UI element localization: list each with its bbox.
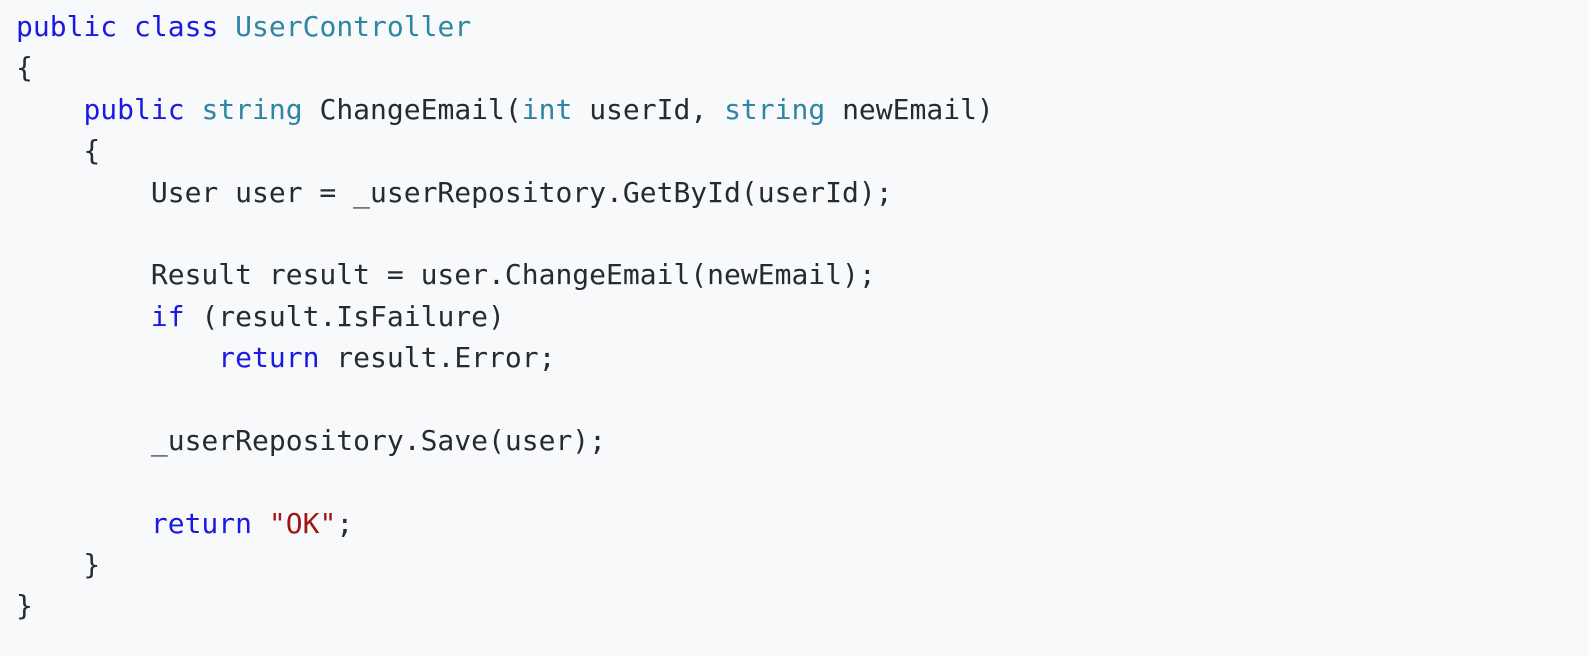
code-line: public string ChangeEmail(int userId, st… (16, 89, 1588, 130)
token-keyword: if (150, 299, 185, 333)
token-plain (117, 10, 134, 43)
code-line: return "OK"; (16, 503, 1588, 544)
token-plain: ChangeEmail( (302, 92, 522, 126)
token-plain: newEmail) (825, 92, 994, 126)
token-plain: ; (336, 506, 354, 540)
token-plain: result.Error; (319, 341, 556, 375)
token-type: int (521, 92, 573, 126)
token-plain: Result result = user.ChangeEmail(newEmai… (16, 258, 876, 292)
token-plain (185, 93, 202, 126)
code-line: _userRepository.Save(user); (16, 420, 1588, 461)
token-plain (16, 300, 151, 333)
code-line: return result.Error; (16, 337, 1588, 378)
code-line (16, 379, 1588, 420)
token-plain: _userRepository.Save(user); (16, 423, 607, 457)
token-plain: { (16, 134, 101, 168)
code-block: public class UserController { public stri… (16, 6, 1588, 626)
code-line: } (16, 585, 1588, 626)
token-keyword: return (150, 506, 253, 540)
token-string: "OK" (268, 506, 337, 540)
token-plain: userId, (572, 92, 725, 126)
token-type: UserController (235, 10, 472, 43)
code-line: } (16, 544, 1588, 585)
code-line: if (result.IsFailure) (16, 296, 1588, 337)
token-keyword: class (134, 10, 219, 43)
token-plain: { (16, 51, 33, 85)
token-type: string (201, 92, 303, 126)
code-line (16, 461, 1588, 502)
code-line: { (16, 130, 1588, 171)
token-plain (16, 93, 83, 126)
token-plain (16, 507, 151, 540)
token-plain: (result.IsFailure) (184, 299, 505, 333)
token-plain (218, 10, 235, 43)
code-line: public class UserController (16, 6, 1588, 47)
code-line: Result result = user.ChangeEmail(newEmai… (16, 254, 1588, 295)
token-plain: User user = _userRepository.GetById(user… (16, 175, 893, 209)
token-plain (16, 341, 218, 374)
token-plain (252, 507, 269, 540)
token-keyword: public (83, 92, 185, 126)
code-line: User user = _userRepository.GetById(user… (16, 172, 1588, 213)
token-keyword: return (218, 341, 320, 375)
token-type: string (724, 92, 826, 126)
code-line (16, 213, 1588, 254)
token-plain: } (16, 548, 101, 582)
token-plain: } (16, 589, 33, 623)
code-line: { (16, 47, 1588, 88)
token-keyword: public (16, 10, 118, 43)
